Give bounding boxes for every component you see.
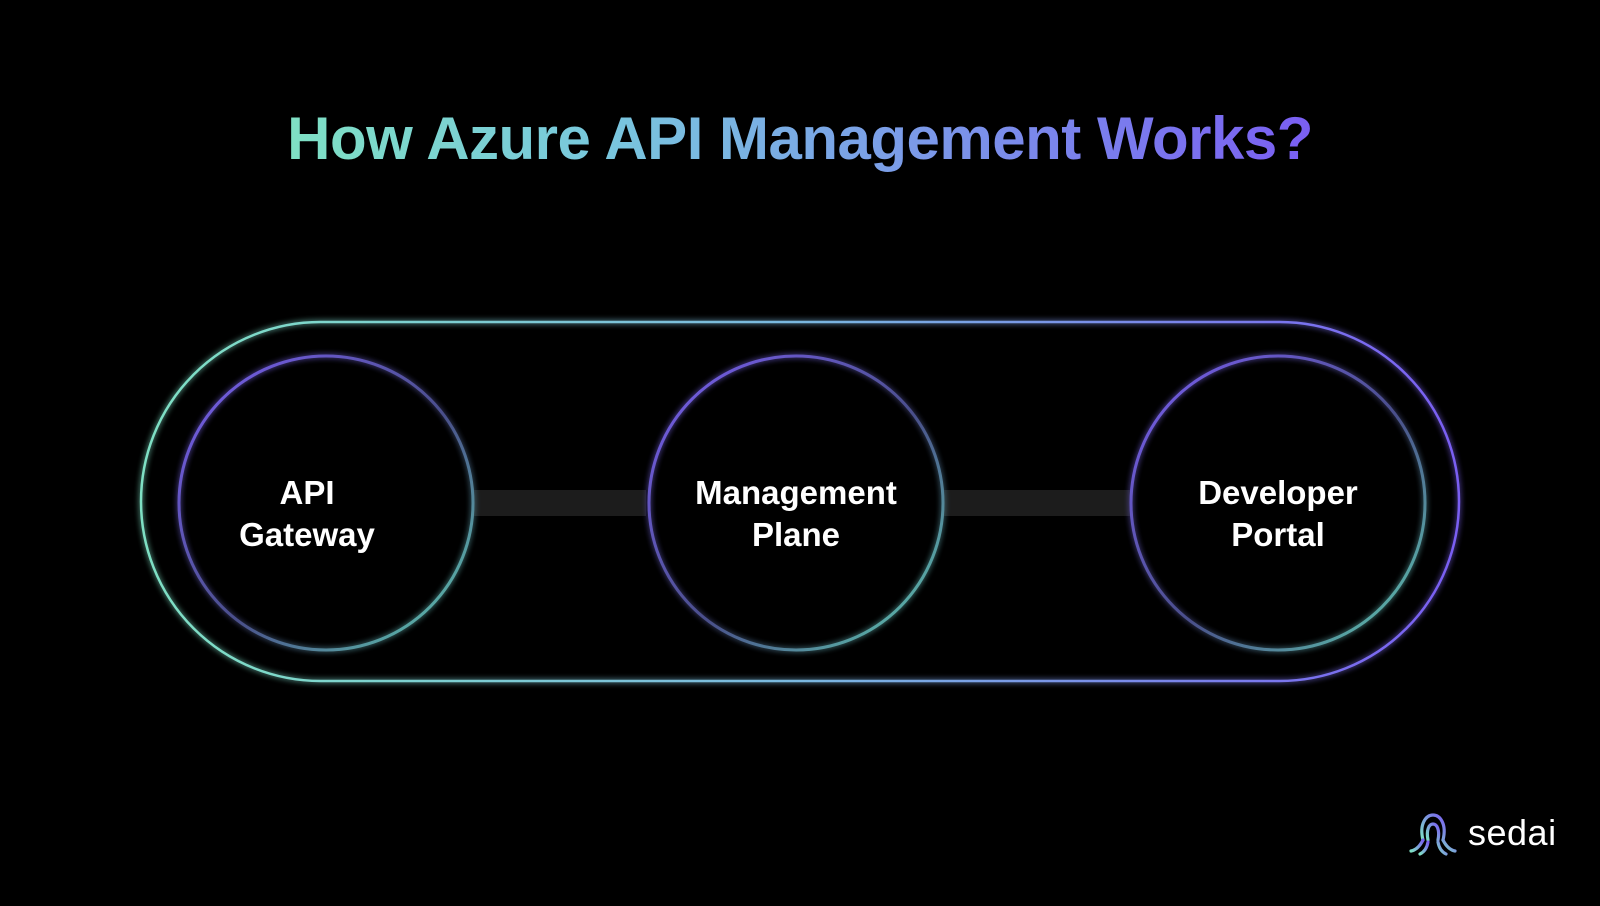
node-label-line2: Portal <box>1231 516 1325 553</box>
page-title: How Azure API Management Works? <box>0 104 1600 174</box>
brand-logo: sedai <box>1408 810 1557 856</box>
node-label-line2: Plane <box>751 516 841 553</box>
node-label-line1: API <box>279 474 335 511</box>
node-label-line2: Gateway <box>239 516 375 553</box>
brand-name: sedai <box>1468 812 1557 853</box>
connector-2 <box>941 490 1130 516</box>
node-circle-management-plane <box>647 354 945 652</box>
page-title-text: How Azure API Management Works? <box>287 105 1313 172</box>
node-label-line1: Developer <box>1198 474 1358 511</box>
sedai-octopus-logo-icon <box>1409 813 1457 856</box>
node-circle-api-gateway <box>177 354 475 652</box>
node-label-management-plane: Management Plane <box>666 472 926 556</box>
outer-pill-outline <box>139 320 1461 683</box>
node-circle-developer-portal <box>1129 354 1427 652</box>
node-label-developer-portal: Developer Portal <box>1148 472 1408 556</box>
node-label-api-gateway: API Gateway <box>177 472 437 556</box>
connector-1 <box>470 490 646 516</box>
node-label-line1: Management <box>695 474 897 511</box>
